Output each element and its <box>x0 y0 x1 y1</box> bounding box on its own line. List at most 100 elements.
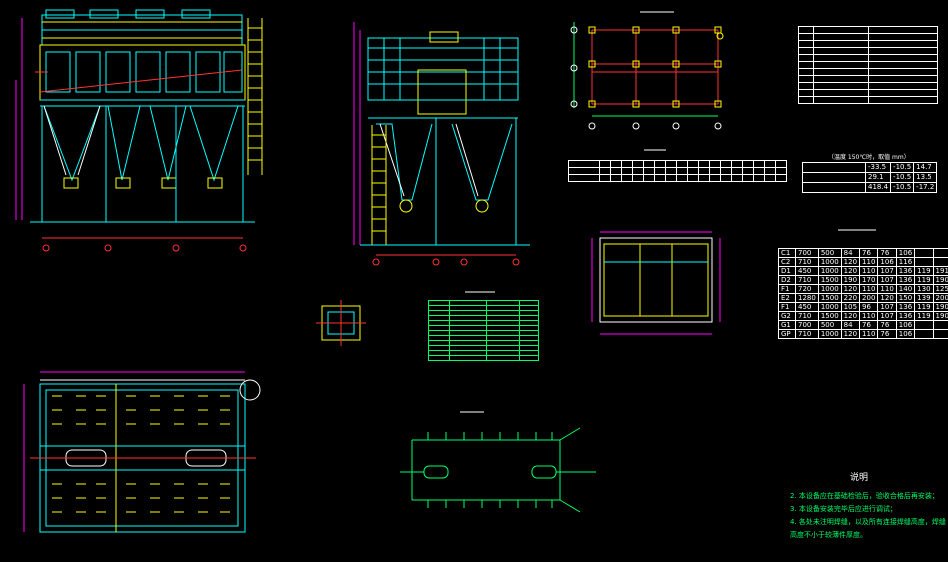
notes-title: 说明 <box>850 473 869 483</box>
side-elevation-view <box>353 22 530 266</box>
table-cell: 120 <box>840 284 861 294</box>
table-cell <box>813 40 869 48</box>
table-cell: 76 <box>859 320 879 330</box>
table-cell: 1000 <box>817 284 842 294</box>
table-cell <box>709 174 721 182</box>
table-cell: 710 <box>795 329 819 339</box>
table-cell <box>599 160 611 168</box>
table-cell: 107 <box>877 266 897 276</box>
table-cell <box>813 96 869 104</box>
table-cell <box>687 160 699 168</box>
table-cell <box>798 61 814 69</box>
table-cell: -33.5 <box>864 162 892 173</box>
table-cell: 106 <box>877 257 897 267</box>
table-cell <box>698 174 710 182</box>
table-cell: F1 <box>778 284 796 294</box>
table-row <box>798 33 938 41</box>
table-cell: 120 <box>840 329 861 339</box>
table-cell <box>868 75 938 83</box>
table-cell <box>742 174 754 182</box>
table-cell <box>932 248 948 258</box>
table-row <box>798 68 938 76</box>
table-cell: 84 <box>840 320 861 330</box>
table-cell: 106 <box>895 320 916 330</box>
table-cell <box>486 355 520 361</box>
table-cell: G2 <box>778 311 796 321</box>
table-cell <box>868 82 938 90</box>
table-cell <box>720 160 732 168</box>
table-row <box>568 160 787 168</box>
parts-list-table <box>428 300 539 361</box>
table-cell: 1000 <box>817 302 842 312</box>
table-cell <box>868 61 938 69</box>
table-cell: D1 <box>778 266 796 276</box>
table-cell: 139 <box>914 293 934 303</box>
table-cell <box>632 167 644 175</box>
table-row <box>798 61 938 69</box>
table-cell: 76 <box>859 248 879 258</box>
table-cell <box>914 320 934 330</box>
table-cell <box>654 160 666 168</box>
table-cell: -10.5 <box>890 162 915 173</box>
table-cell <box>813 75 869 83</box>
table-cell: 105 <box>840 302 861 312</box>
table-cell <box>775 160 787 168</box>
table-cell <box>676 167 688 175</box>
table-cell: 119 <box>914 302 934 312</box>
table-cell <box>753 160 765 168</box>
table-cell <box>665 167 677 175</box>
table-cell <box>813 33 869 41</box>
table-cell <box>798 40 814 48</box>
table-cell: 106 <box>895 248 916 258</box>
table-cell: 119 <box>914 275 934 285</box>
table-cell: 150 <box>895 293 916 303</box>
table-cell <box>720 174 732 182</box>
table-cell: -10.5 <box>890 172 915 183</box>
table-cell <box>775 174 787 182</box>
table-cell <box>914 248 934 258</box>
note-line: 4. 各处未注明焊缝，以及所有连接焊缝高度，焊缝高度不小于较薄件厚度。 <box>790 518 946 539</box>
table-cell <box>720 167 732 175</box>
table-cell: 450 <box>795 266 819 276</box>
table-cell <box>599 167 611 175</box>
foundation-grid-view <box>570 22 724 130</box>
table-cell: 110 <box>859 311 879 321</box>
table-cell: 110 <box>859 266 879 276</box>
table-cell: C2 <box>778 257 796 267</box>
table-cell: 710 <box>795 275 819 285</box>
table-cell: 136 <box>895 275 916 285</box>
table-cell: 96 <box>859 302 879 312</box>
table-cell <box>632 174 644 182</box>
table-cell: 710 <box>795 311 819 321</box>
table-cell: 107 <box>877 302 897 312</box>
table-cell: 710 <box>795 257 819 267</box>
table-cell: 700 <box>795 248 819 258</box>
table-cell <box>665 174 677 182</box>
table-cell: 1000 <box>817 266 842 276</box>
table-cell: 1000 <box>817 257 842 267</box>
table-cell <box>742 160 754 168</box>
table-cell <box>731 160 743 168</box>
table-cell: 190 <box>840 275 861 285</box>
table-cell <box>932 329 948 339</box>
table-cell <box>753 167 765 175</box>
table-cell: 191 <box>932 266 948 276</box>
table-cell: 120 <box>840 257 861 267</box>
table-cell <box>698 160 710 168</box>
table-cell <box>813 68 869 76</box>
table-cell: 120 <box>840 311 861 321</box>
table-cell <box>687 167 699 175</box>
table-cell: 500 <box>817 320 842 330</box>
table-cell: 120 <box>840 266 861 276</box>
nozzle-table <box>568 160 787 182</box>
table-cell <box>798 75 814 83</box>
table-cell <box>932 320 948 330</box>
table-cell <box>621 174 633 182</box>
table-cell: 84 <box>840 248 861 258</box>
table-cell <box>764 160 776 168</box>
table-cell: 136 <box>895 302 916 312</box>
table-cell <box>676 174 688 182</box>
